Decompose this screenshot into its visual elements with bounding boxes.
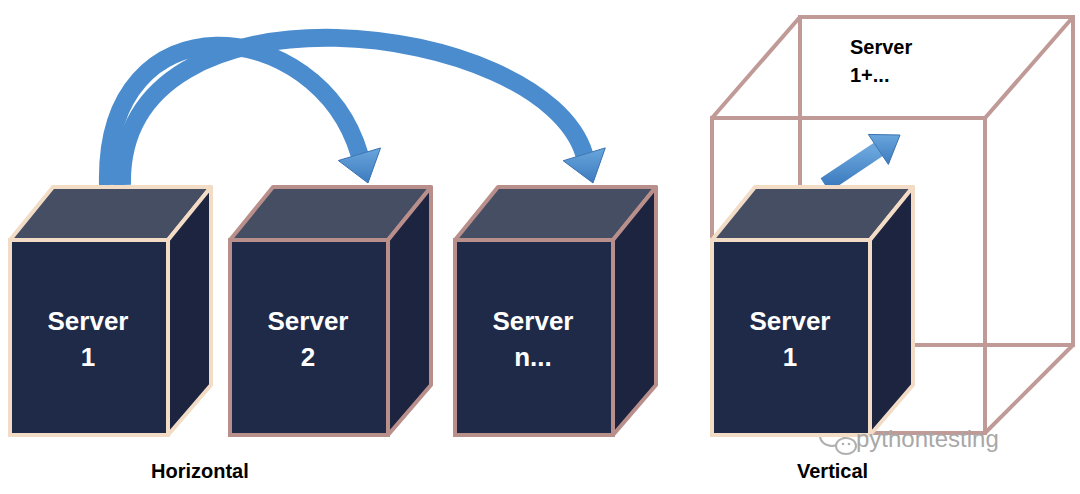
scaling-label: Horizontal — [151, 460, 249, 483]
server-label: Server 1+... — [850, 33, 940, 89]
server-label: Server n... — [483, 303, 583, 375]
cube-front: Server 1 — [8, 240, 168, 437]
scaling-label: Vertical — [797, 460, 868, 483]
server-label: Server 2 — [258, 303, 358, 375]
cube-front: Server 2 — [228, 240, 388, 437]
server-label: Server 1 — [38, 303, 138, 375]
cube-front: Server n... — [453, 240, 613, 437]
watermark: pythontesting — [856, 425, 999, 453]
scaling-arrow — [825, 134, 900, 185]
server-node: Server 1 — [710, 185, 915, 437]
server-node: Server 2 — [228, 185, 433, 437]
server-node: Server n... — [453, 185, 658, 437]
scaled-server-box: Server 1+... Server 1 — [710, 15, 1075, 435]
scaling-arrow — [122, 38, 605, 185]
server-label: Server 1 — [740, 303, 840, 375]
cube-front: Server 1 — [710, 240, 870, 437]
server-node: Server 1 — [8, 185, 213, 437]
